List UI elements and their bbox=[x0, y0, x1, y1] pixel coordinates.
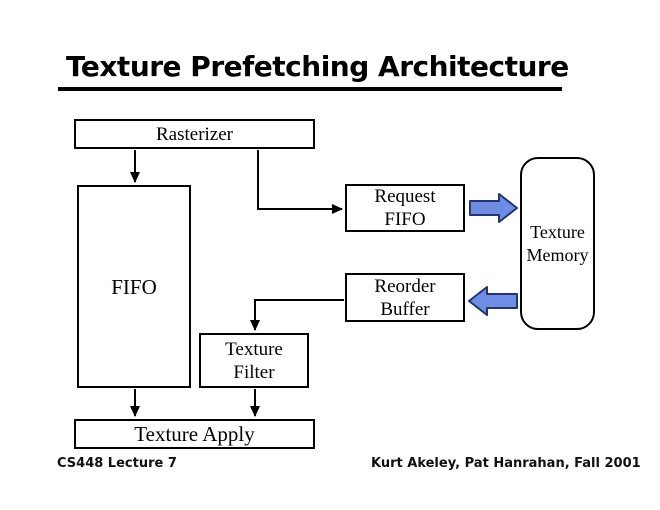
node-reorder-buffer: Reorder Buffer bbox=[345, 273, 465, 322]
node-texture-filter: Texture Filter bbox=[199, 333, 309, 388]
node-texture-memory: Texture Memory bbox=[520, 157, 595, 330]
edge-reorder-buffer-to-texture-filter bbox=[250, 299, 344, 331]
fifo-label: FIFO bbox=[111, 275, 157, 299]
node-fifo: FIFO bbox=[77, 185, 191, 388]
block-arrow-texture-memory-to-reorder-buffer bbox=[468, 286, 518, 316]
node-rasterizer: Rasterizer bbox=[74, 119, 315, 149]
title-underline bbox=[58, 87, 562, 91]
node-request-fifo: Request FIFO bbox=[345, 184, 465, 232]
node-texture-apply: Texture Apply bbox=[74, 419, 315, 449]
edge-rasterizer-to-request-fifo bbox=[257, 150, 343, 214]
footer-course-label: CS448 Lecture 7 bbox=[57, 456, 177, 471]
page-title: Texture Prefetching Architecture bbox=[66, 50, 569, 83]
footer-authors-label: Kurt Akeley, Pat Hanrahan, Fall 2001 bbox=[371, 456, 641, 471]
block-arrow-request-fifo-to-texture-memory bbox=[469, 193, 518, 223]
